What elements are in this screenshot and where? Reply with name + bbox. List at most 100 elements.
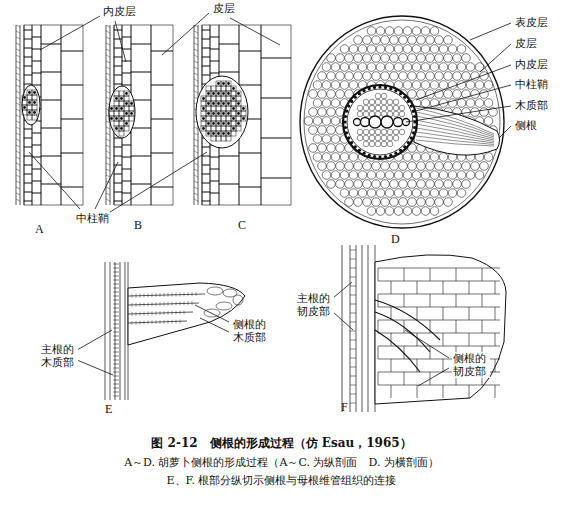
xylem-tick (136, 303, 137, 307)
stele-cell (357, 129, 363, 135)
pericycle-cell (24, 57, 32, 66)
cortex-cell (381, 54, 390, 63)
cortex-cell (453, 54, 462, 63)
cortex-cell (61, 51, 83, 85)
meristem-cell (27, 105, 32, 110)
nucleus (222, 102, 225, 105)
cortex-cell (426, 180, 435, 189)
nucleus (120, 117, 123, 120)
cortex-cell (349, 45, 358, 54)
cortex-cell (363, 54, 372, 63)
part-label: 内皮层 (514, 58, 549, 72)
stele-cell (369, 129, 375, 135)
sieve-plate (350, 304, 356, 305)
xylem-tick (192, 292, 193, 296)
endodermis-cell (368, 87, 371, 90)
main-root-wall (105, 262, 106, 400)
cortex-cell (412, 171, 421, 180)
cortex-cell (367, 27, 376, 36)
leader-line (77, 360, 113, 375)
pericycle-cell (202, 66, 210, 75)
cortex-cell (426, 162, 435, 171)
cortex-cell (466, 63, 475, 72)
cortex-cell (61, 119, 83, 153)
cell-wall (430, 346, 431, 359)
cortex-cell (322, 63, 331, 72)
cortex-cell (403, 63, 412, 72)
meristem-cell (27, 115, 32, 120)
nucleus (202, 97, 205, 100)
endodermis-cell (344, 126, 347, 129)
cell-wall (378, 268, 379, 281)
xylem-tick (172, 320, 173, 324)
nucleus (227, 132, 230, 135)
xylem-tick (172, 311, 173, 315)
main-root-wall (356, 245, 357, 412)
meristem-cell (221, 136, 226, 141)
cortex-cell (484, 99, 493, 108)
main-root-xylem (113, 332, 119, 333)
nucleus (28, 101, 31, 104)
cortex-cell (484, 117, 493, 126)
cortex-cell (480, 162, 489, 171)
meristem-cell (124, 106, 129, 111)
meristem-cell (32, 90, 37, 95)
xylem-tick (140, 294, 141, 298)
main-root-xylem (113, 380, 119, 381)
cortex-cell (345, 54, 354, 63)
stele-line (16, 37, 20, 39)
stele-line (16, 73, 20, 75)
leader-line (230, 18, 280, 45)
cortex-cell (151, 85, 173, 119)
cortex-cell (408, 54, 417, 63)
nucleus (125, 122, 128, 125)
part-label: 皮层 (514, 37, 538, 51)
stele-line (194, 91, 198, 93)
cortex-cell (309, 108, 318, 117)
cortex-cell (219, 25, 239, 44)
cortex-cell (358, 63, 367, 72)
sieve-plate (350, 340, 356, 341)
lateral-root-phloem (375, 312, 430, 352)
cortex-cell (390, 180, 399, 189)
epidermis (300, 16, 504, 228)
cortex-cell (435, 90, 444, 99)
nucleus (207, 92, 210, 95)
endodermis-cell (407, 100, 410, 103)
meristem-cell (231, 131, 236, 136)
endodermis-cell (122, 157, 131, 169)
meristem-cell (114, 91, 119, 96)
endodermis-cell (389, 87, 392, 90)
cell-wall (456, 294, 457, 307)
nucleus (227, 122, 230, 125)
nucleus (232, 107, 235, 110)
meristem-cell (221, 116, 226, 121)
nucleus (237, 122, 240, 125)
cortex-cell (385, 63, 394, 72)
xylem-tick (148, 293, 149, 297)
endodermis-cell (412, 131, 415, 134)
stele-line (106, 61, 110, 63)
cortex-cell (430, 81, 439, 90)
stele-line (106, 133, 110, 135)
nucleus (232, 117, 235, 120)
main-root-wall (342, 245, 343, 412)
meristem-cell (201, 121, 206, 126)
nucleus (207, 122, 210, 125)
nucleus (212, 92, 215, 95)
endodermis-cell (363, 89, 366, 92)
cell-wall (391, 307, 392, 320)
cortex-cell (444, 36, 453, 45)
meristem-cell (119, 96, 124, 101)
main-root-xylem (113, 376, 119, 377)
cortex-cell (439, 189, 448, 198)
panel-letter: A (34, 222, 45, 237)
cortex-cell (435, 198, 444, 207)
stele-line (194, 151, 198, 153)
pericycle-cell (24, 25, 32, 30)
pericycle-cell (24, 165, 32, 174)
stele-line (16, 109, 20, 111)
endodermis-cell (122, 37, 131, 49)
meristem-cell (226, 106, 231, 111)
